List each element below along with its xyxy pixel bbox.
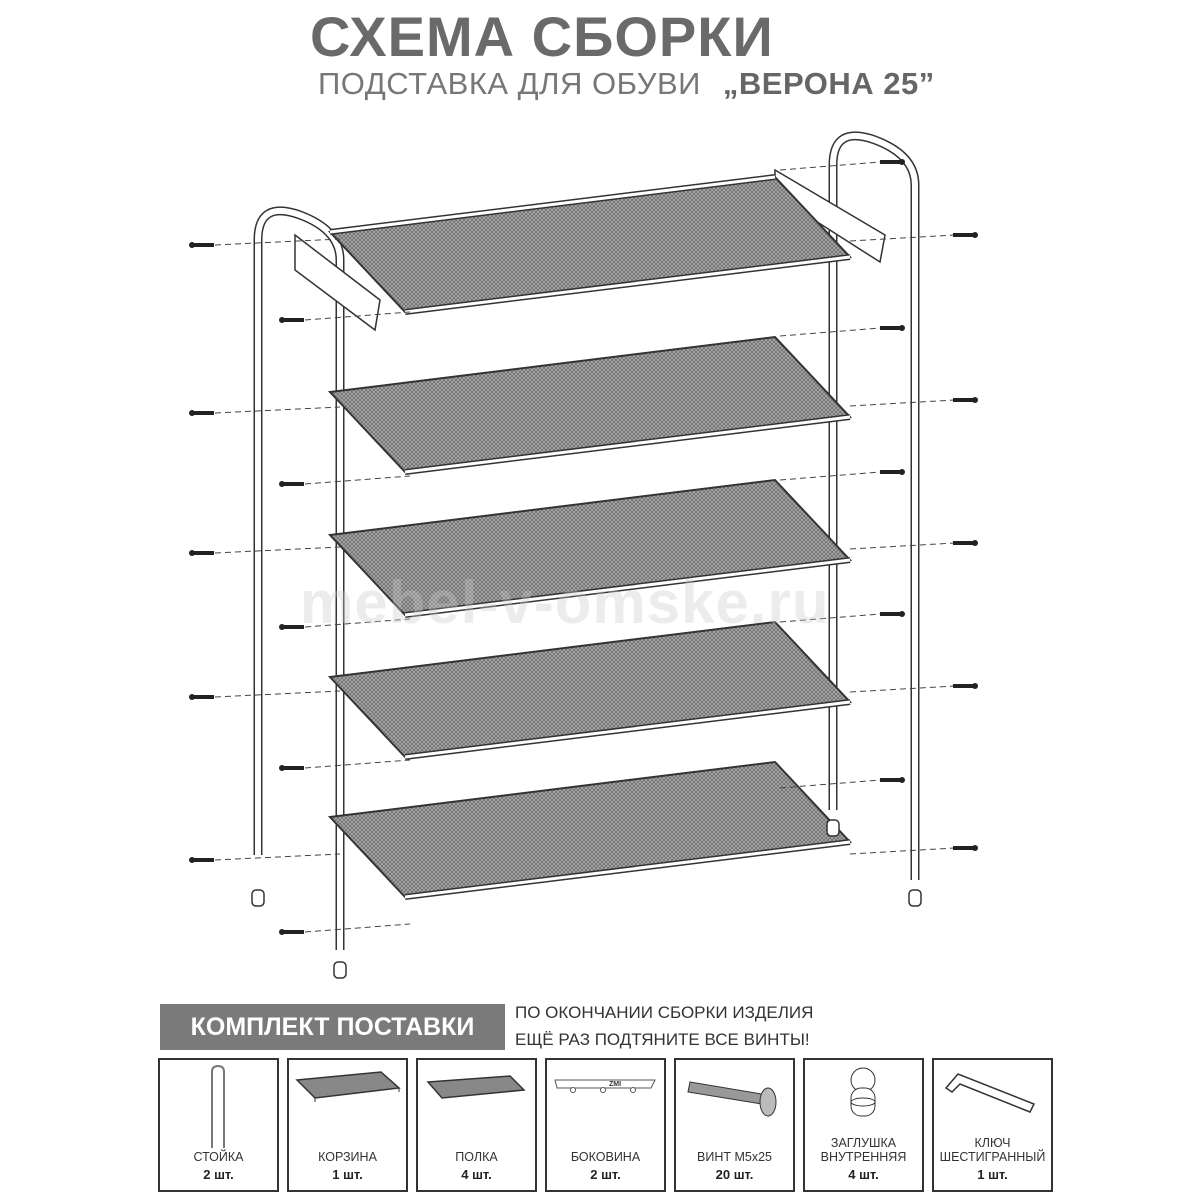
- page-title: СХЕМА СБОРКИ: [310, 5, 774, 68]
- part-qty: 1 шт.: [977, 1167, 1008, 1182]
- screw-head: [899, 611, 905, 617]
- left-side-bracket: [294, 233, 381, 332]
- dashed-guide: [304, 618, 411, 628]
- plug-icon: [908, 889, 922, 907]
- shelf-front-rail-inner: [404, 415, 851, 474]
- dashed-guide: [849, 847, 956, 855]
- dashed-guide: [779, 613, 881, 623]
- part-qty: 4 шт.: [461, 1167, 492, 1182]
- watermark: mebel-v-omske.ru: [300, 569, 830, 636]
- part-name: КЛЮЧ ШЕСТИГРАННЫЙ: [939, 1136, 1046, 1164]
- part-name: ПОЛКА: [455, 1150, 498, 1164]
- note-line-2: ЕЩЁ РАЗ ПОДТЯНИТЕ ВСЕ ВИНТЫ!: [515, 1030, 810, 1049]
- screw-head: [899, 325, 905, 331]
- screw-head: [279, 317, 285, 323]
- screw-head: [189, 550, 195, 556]
- part-name: БОКОВИНА: [570, 1150, 641, 1164]
- screw-head: [189, 694, 195, 700]
- screw-head: [972, 845, 978, 851]
- dashed-guide: [214, 546, 341, 554]
- part-side-bracket: ZMI БОКОВИНА 2 шт.: [545, 1058, 666, 1192]
- left-frame-inner: [255, 208, 343, 950]
- dashed-guide: [849, 399, 956, 407]
- bracket-label: ZMI: [609, 1081, 621, 1088]
- kit-banner: КОМПЛЕКТ ПОСТАВКИ: [160, 1004, 505, 1050]
- dashed-guide: [214, 690, 341, 698]
- part-post: СТОЙКА 2 шт.: [158, 1058, 279, 1192]
- part-name: ЗАГЛУШКА ВНУТРЕННЯЯ: [820, 1136, 907, 1164]
- page-subtitle: ПОДСТАВКА ДЛЯ ОБУВИ „ВЕРОНА 25”: [318, 66, 935, 102]
- dashed-guide: [849, 685, 956, 693]
- shelf-front-rail-inner: [404, 255, 851, 314]
- plug-icon: [850, 1067, 876, 1117]
- part-shelf: ПОЛКА 4 шт.: [416, 1058, 537, 1192]
- shelf-front-rail-inner: [404, 840, 851, 899]
- screw-head: [972, 683, 978, 689]
- screw-head: [189, 857, 195, 863]
- dashed-guide: [779, 779, 881, 789]
- screw-head: [899, 777, 905, 783]
- dashed-guide: [849, 542, 956, 550]
- part-qty: 20 шт.: [715, 1167, 754, 1182]
- product-model: „ВЕРОНА 25”: [722, 66, 935, 101]
- dashed-guide: [304, 759, 411, 769]
- screw-head: [279, 624, 285, 630]
- hex-key-icon: [944, 1073, 1036, 1113]
- part-hex-key: КЛЮЧ ШЕСТИГРАННЫЙ 1 шт.: [932, 1058, 1053, 1192]
- screw-head: [899, 159, 905, 165]
- dashed-guide: [779, 161, 881, 171]
- dashed-guide: [214, 406, 341, 414]
- part-qty: 2 шт.: [203, 1167, 234, 1182]
- post-icon: [211, 1064, 225, 1148]
- side-bracket-icon: ZMI: [554, 1079, 656, 1093]
- part-screw: ВИНТ М5х25 20 шт.: [674, 1058, 795, 1192]
- screw-head: [279, 765, 285, 771]
- exploded-view-diagram: [189, 131, 978, 979]
- dashed-guide: [779, 327, 881, 337]
- shelf-front-rail-inner: [404, 700, 851, 759]
- right-frame-inner: [830, 133, 918, 880]
- dashed-guide: [779, 471, 881, 481]
- screw-head: [899, 469, 905, 475]
- dashed-guide: [304, 475, 411, 485]
- screw-head: [972, 397, 978, 403]
- part-qty: 4 шт.: [848, 1167, 879, 1182]
- part-qty: 1 шт.: [332, 1167, 363, 1182]
- part-basket: КОРЗИНА 1 шт.: [287, 1058, 408, 1192]
- dashed-guide: [304, 311, 411, 321]
- dashed-guide: [214, 238, 341, 246]
- shelf-icon: [426, 1075, 526, 1099]
- part-plug: ЗАГЛУШКА ВНУТРЕННЯЯ 4 шт.: [803, 1058, 924, 1192]
- part-name: ВИНТ М5х25: [697, 1150, 772, 1164]
- screw-head: [279, 929, 285, 935]
- screw-icon: [687, 1081, 777, 1117]
- screw-head: [972, 540, 978, 546]
- product-type: ПОДСТАВКА ДЛЯ ОБУВИ: [318, 66, 701, 101]
- shelf-front-rail-inner: [404, 558, 851, 617]
- basket-back-rail-inner: [329, 175, 776, 234]
- screw-head: [189, 242, 195, 248]
- parts-list: СТОЙКА 2 шт. КОРЗИНА 1 шт. ПОЛКА 4 шт. Z…: [158, 1058, 1053, 1192]
- note-line-1: ПО ОКОНЧАНИИ СБОРКИ ИЗДЕЛИЯ: [515, 1003, 814, 1022]
- dashed-guide: [214, 853, 341, 861]
- plug-icon: [333, 961, 347, 979]
- part-name: КОРЗИНА: [318, 1150, 377, 1164]
- screw-head: [279, 481, 285, 487]
- dashed-guide: [849, 234, 956, 242]
- part-qty: 2 шт.: [590, 1167, 621, 1182]
- basket-icon: [295, 1071, 401, 1102]
- dashed-guide: [304, 923, 411, 933]
- screw-head: [972, 232, 978, 238]
- screw-head: [189, 410, 195, 416]
- plug-icon: [826, 819, 840, 837]
- part-name: СТОЙКА: [193, 1150, 244, 1164]
- plug-icon: [251, 889, 265, 907]
